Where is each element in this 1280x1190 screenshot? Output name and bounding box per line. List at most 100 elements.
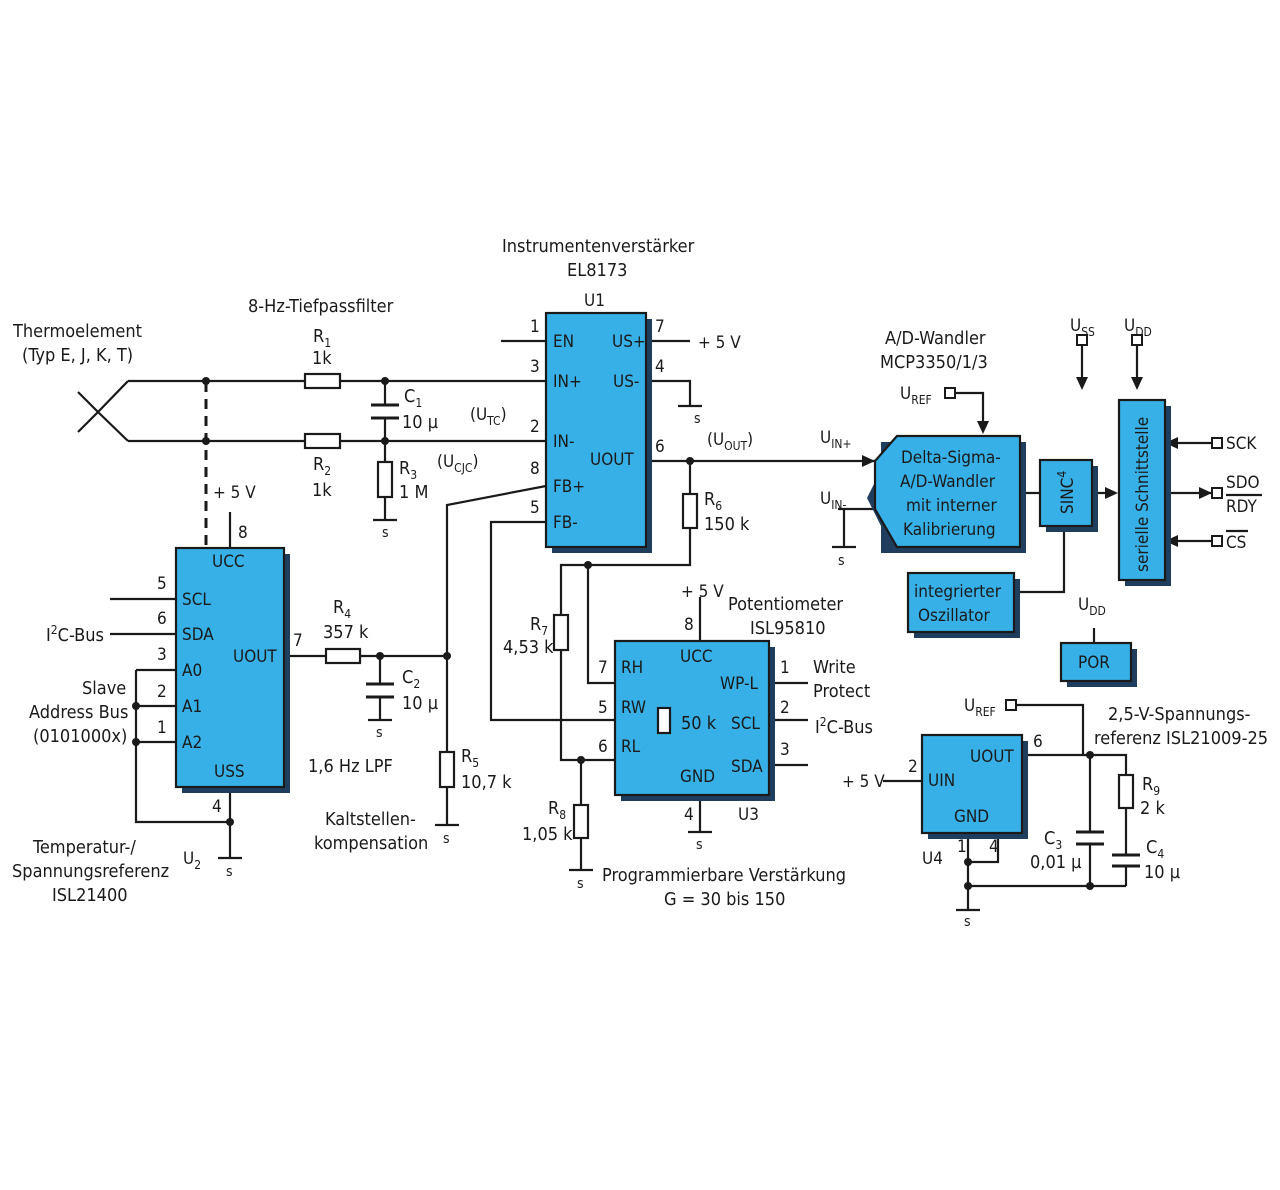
- r1-label: R1: [313, 326, 331, 350]
- u1-pin-usp: US+: [612, 332, 646, 352]
- adc-text-1: Delta-Sigma-: [901, 448, 1001, 468]
- adc-title: A/D-Wandler: [885, 328, 986, 349]
- resistor-r1: [303, 372, 342, 390]
- terminals: [944, 334, 1223, 711]
- adc-text-2: A/D-Wandler: [900, 472, 996, 492]
- u1-pin-inp: IN+: [553, 372, 582, 392]
- u3-num-6: 6: [598, 737, 608, 757]
- gnd-s-adc: s: [838, 553, 845, 569]
- gnd-s-r8: s: [577, 876, 584, 892]
- plus5v-u3: + 5 V: [681, 582, 724, 602]
- u2-num-8: 8: [238, 523, 248, 543]
- c2-value: 10 µ: [402, 693, 438, 714]
- u3-pin-sda: SDA: [731, 757, 763, 777]
- u2-num-5: 5: [157, 574, 167, 594]
- sinc-filter-block: [1038, 458, 1098, 532]
- u3-pin-scl: SCL: [731, 714, 760, 734]
- r6-label: R6: [704, 489, 722, 513]
- gnd-s-c2: s: [376, 725, 383, 741]
- u2-pin-uout: UOUT: [233, 647, 277, 667]
- u1-pin-inm: IN-: [553, 432, 574, 452]
- u1-num-4: 4: [655, 357, 665, 377]
- adc-part: MCP3350/1/3: [880, 352, 988, 373]
- u2-pin-scl: SCL: [182, 590, 211, 610]
- serial-text: serielle Schnittstelle: [1133, 417, 1153, 572]
- u4-label: U4: [922, 849, 943, 869]
- resistor-r7: [552, 613, 570, 652]
- r8-label: R8: [548, 798, 566, 822]
- adc-text-3: mit interner: [906, 496, 997, 516]
- u2-num-3: 3: [157, 645, 167, 665]
- c1-value: 10 µ: [402, 412, 438, 433]
- r4-label: R4: [333, 597, 351, 621]
- chip-u4-voltage-reference: [920, 733, 1028, 839]
- u-out-label: (UOUT): [707, 430, 753, 453]
- u1-pin-fbp: FB+: [553, 477, 585, 497]
- u1-pin-en: EN: [553, 332, 574, 352]
- u1-num-1: 1: [530, 317, 540, 337]
- r4-value: 357 k: [323, 622, 369, 643]
- u3-num-1: 1: [780, 658, 790, 678]
- slave-label-2: Address Bus: [29, 702, 128, 723]
- sck-label: SCK: [1226, 434, 1257, 454]
- lpf-title: 8-Hz-Tiefpassfilter: [248, 296, 394, 317]
- c2-label: C2: [402, 667, 420, 691]
- u1-pin-usm: US-: [613, 372, 639, 392]
- cjc-label-2: kompensation: [314, 833, 428, 854]
- r2-value: 1k: [312, 480, 332, 501]
- u3-num-4: 4: [684, 805, 694, 825]
- osc-text-1: integrierter: [914, 582, 1002, 602]
- resistor-r3: [376, 460, 394, 499]
- chip-u2-temperature-reference: [174, 546, 290, 793]
- r5-value: 10,7 k: [461, 772, 512, 793]
- sdo-label: SDO: [1226, 473, 1260, 493]
- vref-title: 2,5-V-Spannungs-: [1108, 704, 1251, 725]
- u2-label: U2: [183, 849, 201, 872]
- u4-pin-uout: UOUT: [970, 747, 1014, 767]
- u3-num-5: 5: [598, 698, 608, 718]
- ia-part: EL8173: [567, 260, 627, 281]
- r9-value: 2 k: [1140, 798, 1165, 819]
- sinc-text: SINC4: [1055, 471, 1078, 514]
- u2-num-1: 1: [157, 718, 167, 738]
- u2-pin-ucc: UCC: [212, 552, 245, 572]
- u4-num-4: 4: [989, 837, 999, 857]
- u-cjc-label: (UCJC): [437, 452, 478, 475]
- r7-value: 4,53 k: [503, 637, 554, 658]
- r1-value: 1k: [312, 348, 332, 369]
- chip-u1-instrumentation-amp: [544, 311, 652, 553]
- r3-value: 1 M: [399, 482, 428, 503]
- uref-u4-label: UREF: [964, 696, 996, 719]
- gnd-s-u2: s: [226, 864, 233, 880]
- u2-num-2: 2: [157, 682, 167, 702]
- u4-num-6: 6: [1033, 732, 1043, 752]
- u1-num-7: 7: [655, 317, 665, 337]
- pot-title: Potentiometer: [728, 594, 843, 615]
- thermocouple-title: Thermoelement: [12, 321, 142, 342]
- udd-label: UDD: [1124, 316, 1152, 339]
- rdy-label: RDY: [1226, 497, 1257, 517]
- c1-label: C1: [404, 386, 422, 410]
- resistor-r8: [572, 803, 590, 840]
- gnd-s-us: s: [694, 411, 701, 427]
- gnd-s-r5: s: [443, 831, 450, 847]
- resistor-r9: [1117, 773, 1135, 810]
- c4-value: 10 µ: [1144, 862, 1180, 883]
- serial-interface-block: [1117, 398, 1171, 586]
- u-inm-label: UIN-: [820, 489, 846, 512]
- u2-pin-a1: A1: [182, 697, 202, 717]
- vref-part: referenz ISL21009-25: [1094, 728, 1268, 749]
- r9-label: R9: [1142, 774, 1160, 798]
- ground-symbols: [218, 518, 712, 872]
- resistor-r2: [303, 432, 342, 450]
- u-tc-label: (UTC): [470, 405, 507, 428]
- u1-pin-uout: UOUT: [590, 450, 634, 470]
- u1-num-8: 8: [530, 459, 540, 479]
- u1-num-6: 6: [655, 437, 665, 457]
- por-block: [1059, 641, 1137, 687]
- r3-label: R3: [399, 458, 417, 482]
- u3-pin-gnd: GND: [680, 767, 715, 787]
- r2-label: R2: [313, 454, 331, 478]
- pot-value: 50 k: [681, 713, 717, 734]
